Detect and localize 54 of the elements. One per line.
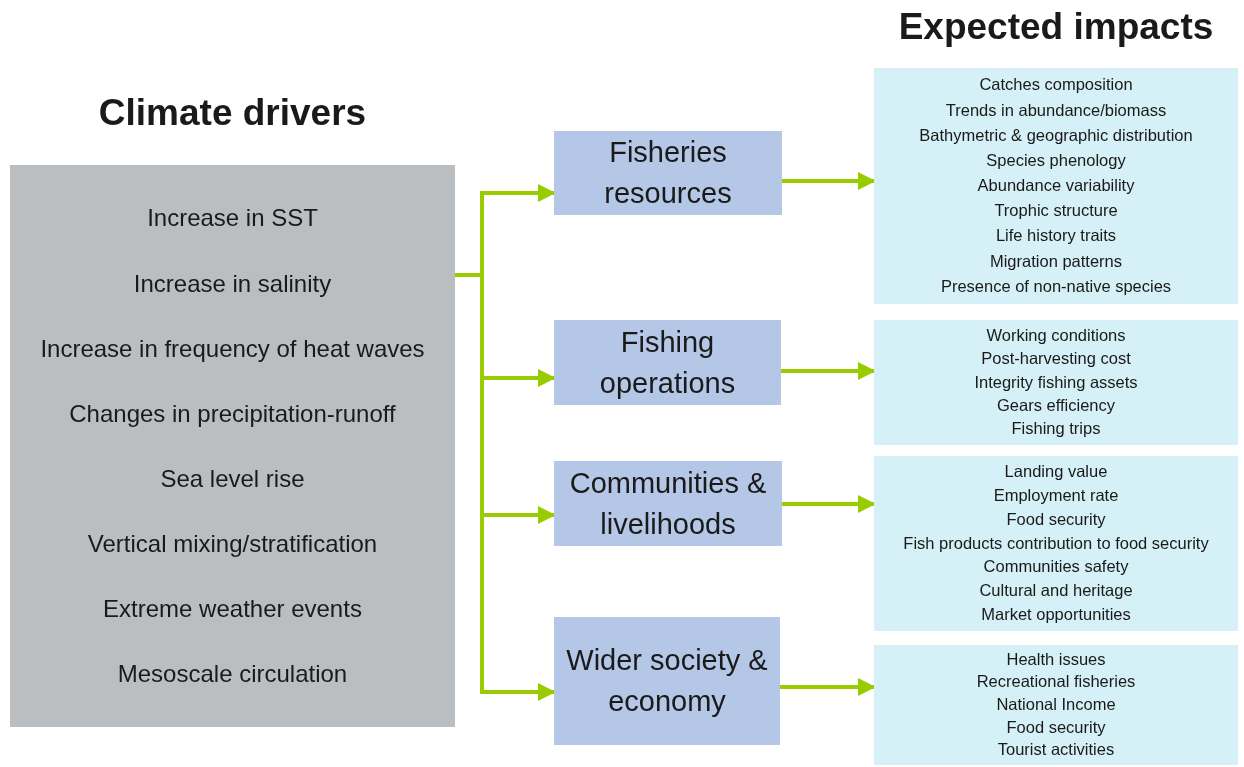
- impact-text: Recreational fisheries: [976, 672, 1136, 693]
- box-label: Fishing operations: [598, 324, 737, 401]
- driver-text: Extreme weather events: [103, 594, 362, 623]
- impact-text: Fishing trips: [1011, 419, 1101, 440]
- impact-text: Trophic structure: [994, 201, 1118, 222]
- driver-text: Mesoscale circulation: [117, 659, 348, 688]
- impact-text: Integrity fishing assets: [974, 372, 1138, 393]
- arrow: [780, 678, 876, 696]
- impact-text: Tourist activities: [997, 740, 1115, 761]
- impact-text: Life history traits: [995, 226, 1117, 247]
- arrow: [455, 273, 556, 701]
- driver-text: Changes in precipitation-runoff: [69, 399, 396, 428]
- arrow: [781, 362, 876, 380]
- impact-text: Post-harvesting cost: [981, 349, 1131, 369]
- driver-text: Increase in SST: [147, 204, 318, 233]
- impact-box: [874, 645, 1238, 765]
- impact-text: Market opportunities: [981, 605, 1131, 625]
- impact-text: Gears efficiency: [997, 396, 1115, 416]
- impact-text: Migration patterns: [989, 251, 1123, 272]
- driver-text: Vertical mixing/stratification: [87, 529, 378, 558]
- impact-text: Communities safety: [983, 557, 1129, 578]
- arrow: [782, 172, 876, 190]
- impact-text: Abundance variability: [977, 176, 1135, 196]
- driver-text: Increase in salinity: [133, 269, 332, 298]
- impact-text: Food security: [1006, 717, 1106, 738]
- impact-text: Landing value: [1004, 462, 1108, 482]
- impact-text: Catches composition: [979, 75, 1133, 96]
- impact-text: National Income: [996, 695, 1116, 715]
- impact-text: Cultural and heritage: [979, 581, 1133, 602]
- category-box: [554, 617, 780, 745]
- column-heading: Climate drivers: [97, 92, 368, 134]
- impact-text: Fish products contribution to food security: [903, 533, 1209, 554]
- category-box: [554, 131, 782, 215]
- impact-box: [874, 68, 1238, 304]
- impact-box: [874, 456, 1238, 631]
- impact-text: Bathymetric & geographic distribution: [919, 125, 1193, 146]
- impact-text: Food security: [1006, 509, 1106, 530]
- box-label: Communities & livelihoods: [568, 465, 768, 542]
- impact-text: Working conditions: [986, 325, 1126, 346]
- impact-text: Presence of non-native species: [940, 276, 1172, 297]
- category-box: [554, 461, 782, 546]
- impact-text: Trends in abundance/biomass: [945, 100, 1167, 121]
- impact-box: [874, 320, 1238, 445]
- driver-text: Increase in frequency of heat waves: [40, 334, 425, 363]
- box-label: Wider society & economy: [565, 643, 769, 719]
- column-heading: Expected impacts: [897, 6, 1215, 48]
- impact-text: Species phenology: [986, 150, 1126, 171]
- arrow: [782, 495, 876, 513]
- box-label: Fisheries resources: [603, 135, 733, 211]
- impact-text: Health issues: [1006, 649, 1106, 670]
- impact-text: Employment rate: [993, 485, 1119, 506]
- driver-text: Sea level rise: [160, 464, 305, 493]
- category-box: [554, 320, 781, 405]
- driver-box: [10, 165, 455, 727]
